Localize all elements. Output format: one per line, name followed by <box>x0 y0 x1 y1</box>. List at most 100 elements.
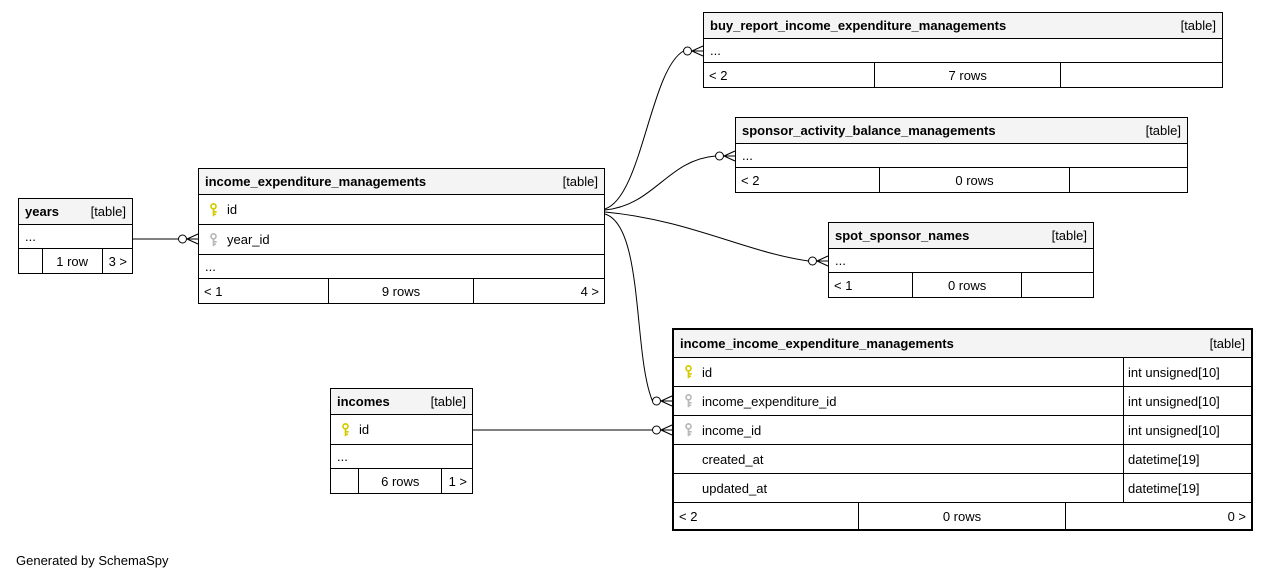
table-buy-report-income-expenditure-managements[interactable]: buy_report_income_expenditure_management… <box>703 12 1223 88</box>
footer-children <box>1070 168 1187 192</box>
footer-parents <box>19 249 43 273</box>
column-name: id <box>227 202 238 217</box>
column-name: created_at <box>702 451 764 467</box>
table-header: income_expenditure_managements [table] <box>199 169 604 195</box>
generated-by-credit: Generated by SchemaSpy <box>16 553 169 568</box>
footer-children <box>1061 63 1222 87</box>
table-header: years [table] <box>19 199 132 225</box>
relationship-years-iem <box>133 233 199 245</box>
ellipsis: ... <box>710 43 721 58</box>
primary-key-icon <box>199 202 227 217</box>
footer-row-count: 0 rows <box>913 273 1022 297</box>
table-tag: [table] <box>1180 18 1216 33</box>
footer-children: 4 > <box>580 283 599 299</box>
table-spot-sponsor-names[interactable]: spot_sponsor_names [table] ... < 1 0 row… <box>828 222 1094 298</box>
column-type: int unsigned[10] <box>1123 358 1251 386</box>
footer-parents: < 2 <box>736 168 881 192</box>
relationship-incomes-iiem <box>473 424 673 436</box>
table-tag: [table] <box>90 204 126 219</box>
table-footer: 6 rows 1 > <box>331 469 472 493</box>
footer-parents: < 2 <box>704 63 875 87</box>
column-row-income-expenditure-id: income_expenditure_id int unsigned[10] <box>674 387 1251 416</box>
table-tag: [table] <box>1145 123 1181 138</box>
table-name: buy_report_income_expenditure_management… <box>710 18 1007 33</box>
table-income-expenditure-managements[interactable]: income_expenditure_managements [table] i… <box>198 168 605 304</box>
table-name: spot_sponsor_names <box>835 228 970 243</box>
foreign-key-icon <box>199 232 227 247</box>
footer-children: 1 > <box>448 473 467 489</box>
footer-parents: < 1 <box>829 273 914 297</box>
columns-ellipsis-row: ... <box>829 249 1093 273</box>
foreign-key-icon <box>674 394 702 408</box>
table-footer: < 2 0 rows 0 > <box>674 503 1251 529</box>
table-header: buy_report_income_expenditure_management… <box>704 13 1222 39</box>
footer-parents: < 2 <box>674 503 859 529</box>
table-name: sponsor_activity_balance_managements <box>742 123 996 138</box>
column-name: id <box>359 422 370 437</box>
relationship-iem-sab <box>604 150 736 211</box>
relationship-iem-iiem <box>604 213 673 407</box>
ellipsis: ... <box>835 253 846 268</box>
column-type: datetime[19] <box>1123 445 1251 473</box>
relationship-iem-ssn <box>604 211 829 267</box>
footer-parents <box>331 469 360 493</box>
table-footer: < 2 7 rows <box>704 63 1222 87</box>
table-footer: < 1 9 rows 4 > <box>199 279 604 303</box>
table-footer: 1 row 3 > <box>19 249 132 273</box>
column-name: year_id <box>227 232 270 247</box>
table-name: incomes <box>337 394 390 409</box>
footer-parents: < 1 <box>199 279 329 303</box>
table-header: spot_sponsor_names [table] <box>829 223 1093 249</box>
footer-children: 0 > <box>1227 508 1246 524</box>
columns-ellipsis-row: ... <box>736 144 1187 168</box>
footer-children: 3 > <box>108 253 127 269</box>
column-name: id <box>702 364 713 380</box>
relationship-iem-buy <box>604 45 704 210</box>
footer-row-count: 9 rows <box>329 279 475 303</box>
column-name: updated_at <box>702 480 768 496</box>
table-name: years <box>25 204 59 219</box>
footer-row-count: 1 row <box>43 249 103 273</box>
footer-row-count: 0 rows <box>859 503 1067 529</box>
table-tag: [table] <box>1209 336 1245 351</box>
column-row-id: id <box>331 415 472 445</box>
table-sponsor-activity-balance-managements[interactable]: sponsor_activity_balance_managements [ta… <box>735 117 1188 193</box>
table-header: income_income_expenditure_managements [t… <box>674 330 1251 358</box>
table-income-income-expenditure-managements[interactable]: income_income_expenditure_managements [t… <box>672 328 1253 531</box>
table-name: income_expenditure_managements <box>205 174 427 189</box>
column-row-year-id: year_id <box>199 225 604 255</box>
columns-ellipsis-row: ... <box>704 39 1222 63</box>
columns-ellipsis-row: ... <box>331 445 472 469</box>
column-name: income_id <box>702 422 762 438</box>
table-tag: [table] <box>1051 228 1087 243</box>
table-years[interactable]: years [table] ... 1 row 3 > <box>18 198 133 274</box>
table-header: incomes [table] <box>331 389 472 415</box>
ellipsis: ... <box>337 449 348 464</box>
column-row-created-at: created_at datetime[19] <box>674 445 1251 474</box>
footer-row-count: 7 rows <box>875 63 1062 87</box>
column-row-id: id <box>199 195 604 225</box>
column-row-updated-at: updated_at datetime[19] <box>674 474 1251 503</box>
primary-key-icon <box>674 365 702 379</box>
footer-row-count: 6 rows <box>359 469 443 493</box>
column-row-income-id: income_id int unsigned[10] <box>674 416 1251 445</box>
table-tag: [table] <box>562 174 598 189</box>
table-name: income_income_expenditure_managements <box>680 336 954 351</box>
column-type: datetime[19] <box>1123 474 1251 502</box>
footer-children <box>1022 273 1093 297</box>
column-type: int unsigned[10] <box>1123 416 1251 444</box>
column-row-id: id int unsigned[10] <box>674 358 1251 387</box>
ellipsis: ... <box>205 259 216 274</box>
ellipsis: ... <box>25 229 36 244</box>
columns-ellipsis-row: ... <box>199 255 604 279</box>
columns-ellipsis-row: ... <box>19 225 132 249</box>
footer-row-count: 0 rows <box>880 168 1070 192</box>
foreign-key-icon <box>674 423 702 437</box>
column-type: int unsigned[10] <box>1123 387 1251 415</box>
primary-key-icon <box>331 422 359 437</box>
table-footer: < 2 0 rows <box>736 168 1187 192</box>
table-incomes[interactable]: incomes [table] id ... 6 rows 1 > <box>330 388 473 494</box>
table-tag: [table] <box>430 394 466 409</box>
table-header: sponsor_activity_balance_managements [ta… <box>736 118 1187 144</box>
table-footer: < 1 0 rows <box>829 273 1093 297</box>
